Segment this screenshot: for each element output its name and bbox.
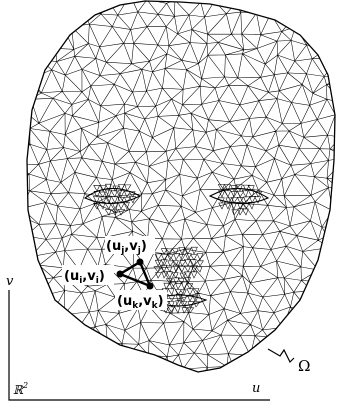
triangle-edges bbox=[119, 260, 153, 289]
omega-label: Ω bbox=[298, 357, 310, 375]
vertex-k-dot bbox=[146, 282, 154, 290]
plane-r2-label: ℝ2 bbox=[13, 381, 28, 397]
svg-text:(uk,vk): (uk,vk) bbox=[117, 294, 164, 311]
vertex-j-label: (uj,vj) bbox=[105, 236, 155, 256]
svg-text:(ui,vi): (ui,vi) bbox=[64, 269, 105, 286]
domain-boundary bbox=[26, 0, 336, 373]
vertex-k-label: (uk,vk) bbox=[115, 290, 167, 311]
right-eye-outline bbox=[208, 187, 270, 205]
vertex-i-label: (ui,vi) bbox=[62, 265, 114, 286]
left-eye-outline bbox=[83, 187, 142, 205]
axis-v-label: v bbox=[6, 274, 14, 289]
svg-text:(uj,vj): (uj,vj) bbox=[106, 239, 147, 256]
highlighted-triangle bbox=[116, 258, 154, 290]
axes bbox=[8, 290, 270, 401]
mesh-refinement bbox=[92, 183, 263, 314]
omega-pointer bbox=[267, 348, 295, 364]
vertex-i-dot bbox=[116, 270, 124, 278]
vertex-j-dot bbox=[136, 258, 144, 266]
axis-u-label: u bbox=[252, 381, 260, 396]
